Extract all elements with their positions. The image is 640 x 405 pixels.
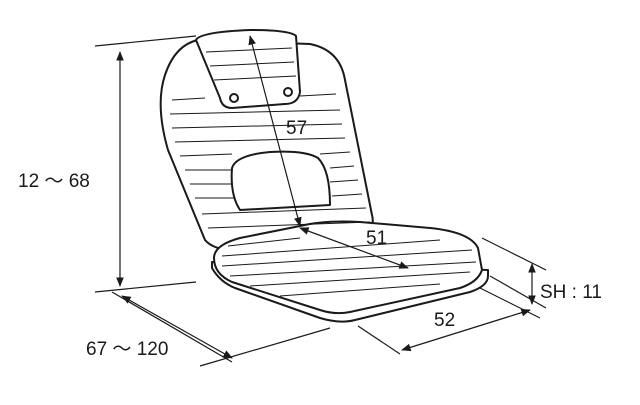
seat-depth-label: 51 — [366, 228, 388, 249]
pillow-snap-left — [229, 93, 239, 103]
dimension-lines — [94, 35, 547, 367]
seat-depth-arrow — [299, 227, 409, 269]
seat-width-arrow — [401, 308, 531, 352]
pillow-snap-right — [283, 87, 293, 97]
total-height-label: 12 ～ 68 — [18, 171, 90, 192]
backrest-length-label: 57 — [286, 118, 308, 139]
total-length-label: 67 ～ 120 — [86, 339, 169, 360]
backrest-cutout — [230, 150, 331, 211]
chair-outline — [159, 29, 489, 323]
seat-height-label: SH : 11 — [540, 282, 602, 303]
seat-width-label: 52 — [434, 310, 456, 331]
length-arrow — [121, 295, 233, 359]
backrest-arrow — [248, 35, 302, 227]
